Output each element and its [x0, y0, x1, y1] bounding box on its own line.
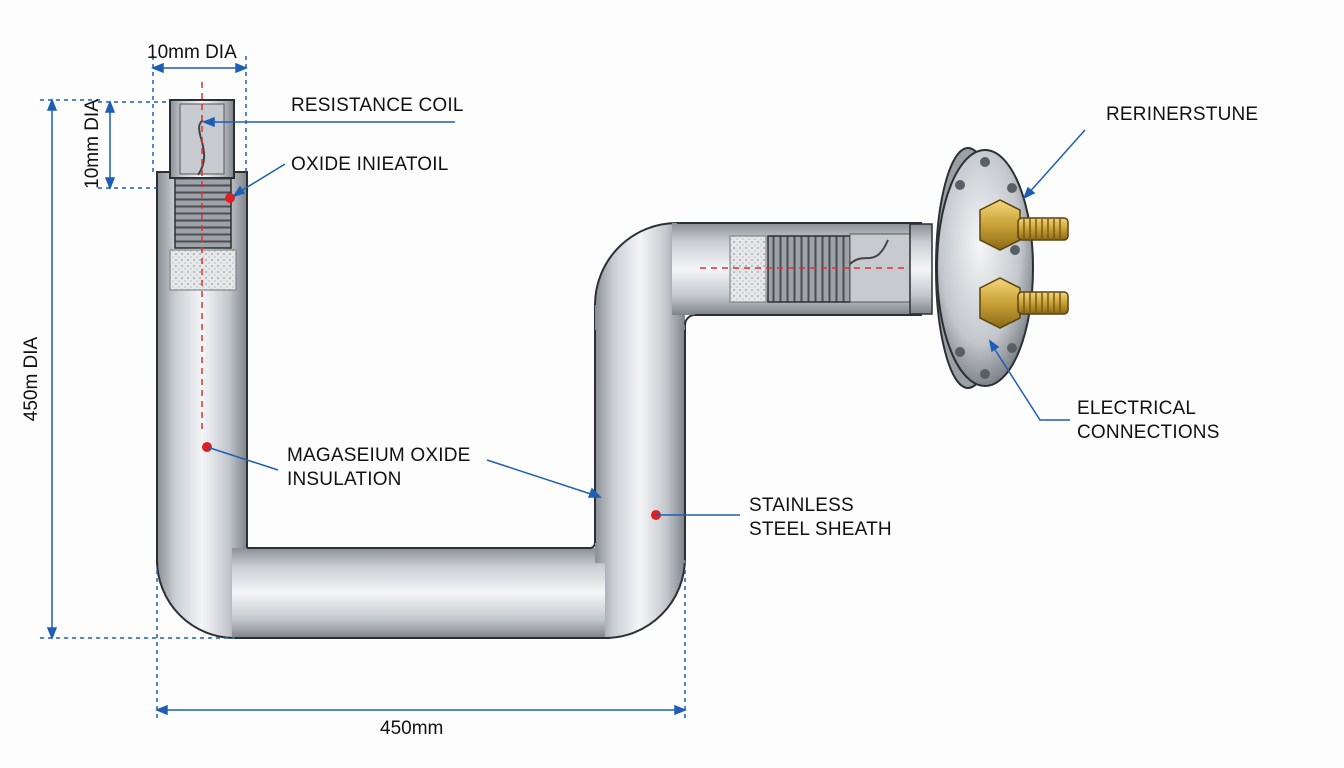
label-resistance-coil: RESISTANCE COIL — [291, 95, 464, 116]
resistance-coil-right — [767, 235, 851, 303]
terminal-post-upper — [979, 199, 1069, 251]
leader-oxide — [235, 163, 286, 195]
side-dia-label: 10mm DIA — [82, 99, 103, 189]
right-cutaway — [729, 223, 933, 315]
flange-bolt-hole — [980, 157, 990, 167]
flange-bolt-hole — [980, 369, 990, 379]
ref-dot-oxide — [225, 193, 235, 203]
leader-magnesium-2 — [486, 459, 601, 498]
insulation-band-left — [169, 249, 237, 291]
label-electrical-line1: ELECTRICAL — [1077, 398, 1197, 419]
width-dim-label: 450mm — [380, 718, 444, 739]
height-dim-label: 450m DIA — [21, 336, 42, 422]
top-right-bend — [595, 223, 685, 330]
bottom-run — [232, 548, 610, 638]
flange-bolt-hole — [1007, 343, 1017, 353]
flange-bolt-hole — [1010, 245, 1020, 255]
reference-dots — [202, 193, 661, 520]
top-dia-label: 10mm DIA — [147, 42, 237, 63]
label-terminal-flange: RERINERSTUNE — [1106, 104, 1259, 125]
flange-bolt-hole — [955, 347, 965, 357]
flange-bolt-hole — [1007, 183, 1017, 193]
dimension-lines — [40, 56, 688, 722]
label-oxide-insulation: OXIDE INIEATOIL — [291, 154, 449, 175]
terminal-post-lower — [979, 277, 1069, 329]
label-magnesium-line1: MAGASEIUM OXIDE — [287, 445, 471, 466]
label-electrical-line2: CONNECTIONS — [1077, 422, 1220, 443]
label-magnesium-line2: INSULATION — [287, 469, 402, 490]
leader-flange — [1026, 129, 1086, 196]
bottom-left-bend — [157, 548, 247, 638]
resistance-coil-left — [174, 177, 232, 249]
leader-electrical — [991, 344, 1070, 421]
flange-bolt-hole — [955, 180, 965, 190]
label-sheath-line1: STAINLESS — [749, 495, 854, 516]
callout-lines — [201, 116, 1086, 516]
label-sheath-line2: STEEL SHEATH — [749, 519, 892, 540]
centerlines — [201, 82, 905, 430]
right-riser — [595, 305, 685, 563]
insulation-band-right — [729, 235, 767, 303]
terminal-flange — [935, 147, 1069, 389]
bottom-right-bend — [595, 548, 685, 638]
leader-magnesium — [206, 446, 279, 471]
